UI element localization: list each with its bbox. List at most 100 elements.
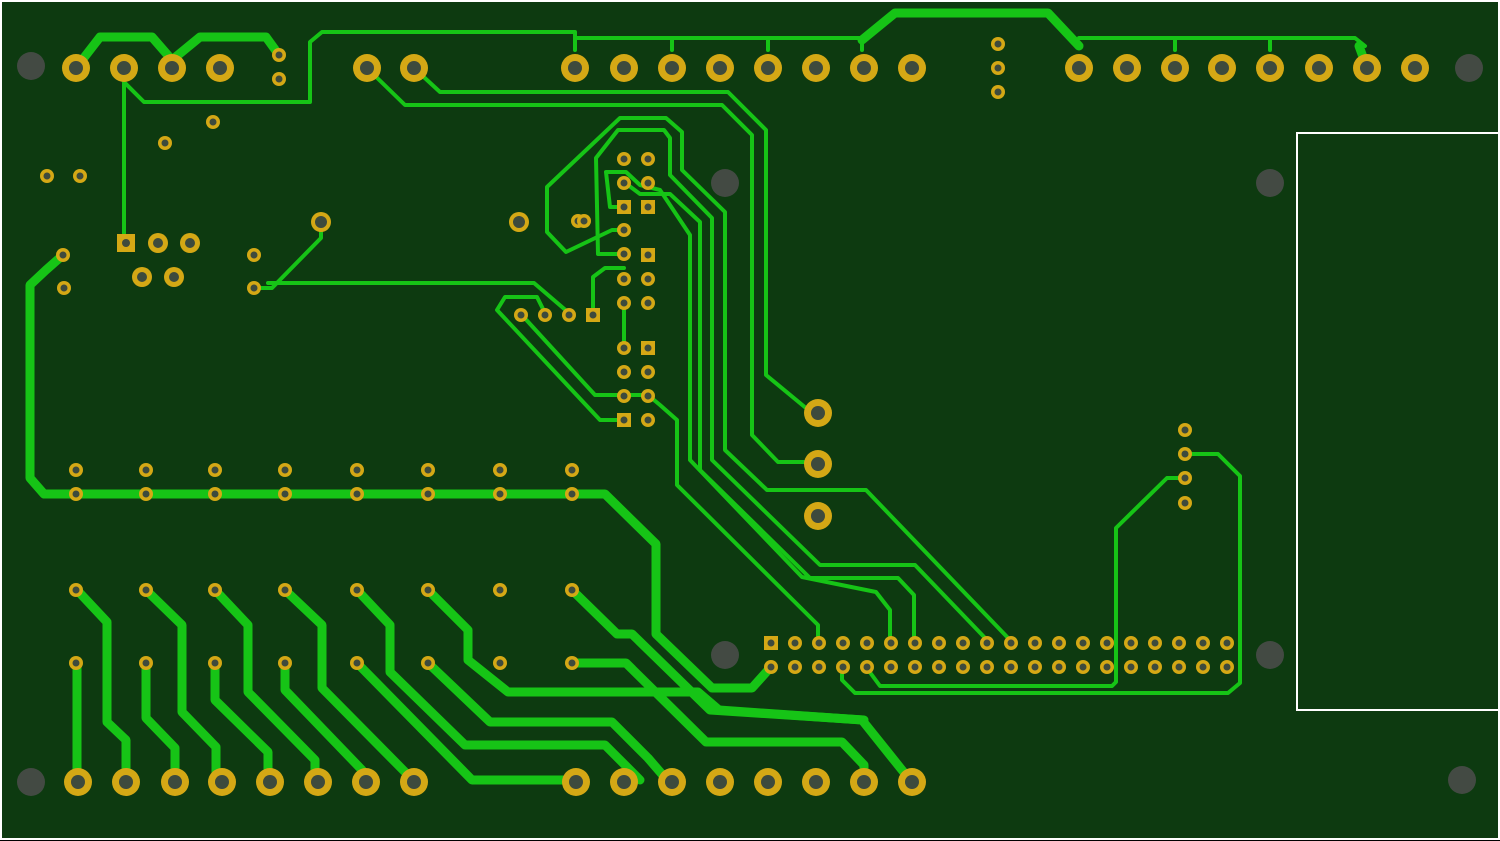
signal-pad-drill: [541, 311, 549, 319]
header-pad-drill: [905, 775, 919, 789]
signal-pad-drill: [620, 392, 628, 400]
gpio-header-pad-drill: [839, 639, 847, 647]
trace: [857, 8, 1084, 51]
connector-outline: [1296, 132, 1500, 711]
terminal-pad-drill: [811, 509, 825, 523]
signal-pad-drill: [250, 251, 258, 259]
signal-pad-drill: [496, 659, 504, 667]
gpio-header-pad-drill: [1175, 663, 1183, 671]
signal-pad-drill: [1181, 450, 1189, 458]
signal-pad-drill: [142, 586, 150, 594]
signal-pad-drill: [517, 311, 525, 319]
gpio-header-pad-drill: [863, 639, 871, 647]
header-pad-drill: [1072, 61, 1086, 75]
header-pad-drill: [857, 775, 871, 789]
header-pad-drill: [905, 61, 919, 75]
trace: [266, 281, 571, 315]
trace: [646, 393, 820, 642]
header-pad-drill: [713, 61, 727, 75]
trace: [141, 585, 221, 785]
signal-pad-drill: [281, 490, 289, 498]
gpio-header-pad-drill: [839, 663, 847, 671]
signal-pad-drill: [161, 139, 169, 147]
signal-pad-drill: [209, 118, 217, 126]
signal-pad-drill: [1181, 499, 1189, 507]
header-pad-drill: [1168, 61, 1182, 75]
signal-pad-drill: [211, 586, 219, 594]
signal-pad-drill: [568, 490, 576, 498]
signal-pad-drill: [60, 284, 68, 292]
signal-pad-drill: [211, 659, 219, 667]
header-pad-drill: [165, 61, 179, 75]
trace: [567, 585, 869, 725]
signal-pad-drill: [424, 490, 432, 498]
trace: [210, 658, 273, 785]
trace: [495, 295, 626, 422]
gpio-header-pad-drill: [1079, 639, 1087, 647]
signal-pad-drill: [76, 172, 84, 180]
header-pad-drill: [117, 61, 131, 75]
header-pad-drill: [809, 775, 823, 789]
signal-pad-drill: [620, 344, 628, 352]
header-pad-drill: [1215, 61, 1229, 75]
header-pad-drill: [617, 775, 631, 789]
signal-pad-drill: [620, 250, 628, 258]
trace: [1268, 36, 1367, 48]
gpio-header-pad-drill: [1199, 639, 1207, 647]
via-pad-drill: [315, 216, 327, 228]
signal-pad-drill: [72, 490, 80, 498]
trace: [25, 250, 775, 693]
trace: [766, 36, 864, 52]
gpio-header-pad-drill: [1055, 639, 1063, 647]
gpio-header-pad-drill: [887, 639, 895, 647]
gpio-header-pad-drill: [815, 663, 823, 671]
header-pad-drill: [761, 61, 775, 75]
pin1-square-pad-drill: [767, 639, 775, 647]
terminal-pad-drill: [811, 457, 825, 471]
gpio-header-pad-drill: [1127, 663, 1135, 671]
signal-pad-drill: [211, 490, 219, 498]
square-pad-drill: [122, 239, 130, 247]
header-pad-drill: [1312, 61, 1326, 75]
signal-pad-drill: [1181, 474, 1189, 482]
signal-pad-drill: [568, 466, 576, 474]
gpio-header-pad-drill: [1007, 663, 1015, 671]
trace: [567, 658, 869, 785]
component-pad-drill: [185, 238, 195, 248]
signal-pad-drill: [72, 586, 80, 594]
signal-pad-drill: [424, 659, 432, 667]
mounting-hole: [1256, 641, 1284, 669]
signal-pad-drill: [72, 466, 80, 474]
signal-pad-drill: [250, 284, 258, 292]
gpio-header-pad-drill: [1175, 639, 1183, 647]
header-pad-drill: [665, 775, 679, 789]
signal-pad-drill: [43, 172, 51, 180]
gpio-header-pad-drill: [1031, 663, 1039, 671]
signal-pad-drill: [142, 490, 150, 498]
signal-pad-drill: [568, 586, 576, 594]
trace: [594, 128, 989, 642]
gpio-header-pad-drill: [959, 663, 967, 671]
gpio-header-pad-drill: [1031, 639, 1039, 647]
signal-pad-drill: [644, 179, 652, 187]
square-pad-drill: [644, 251, 652, 259]
gpio-header-pad-drill: [791, 639, 799, 647]
via-pad-drill: [513, 216, 525, 228]
header-pad-drill: [71, 775, 85, 789]
trace: [423, 658, 672, 785]
gpio-header-pad-drill: [863, 663, 871, 671]
signal-pad-drill: [59, 251, 67, 259]
signal-pad-drill: [620, 155, 628, 163]
header-pad-drill: [713, 775, 727, 789]
signal-pad-drill: [142, 466, 150, 474]
gpio-header-pad-drill: [1103, 663, 1111, 671]
signal-pad-drill: [142, 659, 150, 667]
gpio-header-pad-drill: [983, 663, 991, 671]
header-pad-drill: [119, 775, 133, 789]
header-pad-drill: [761, 775, 775, 789]
header-pad-drill: [215, 775, 229, 789]
mounting-hole: [1455, 54, 1483, 82]
header-pad-drill: [1263, 61, 1277, 75]
mounting-holes: [17, 52, 1483, 796]
